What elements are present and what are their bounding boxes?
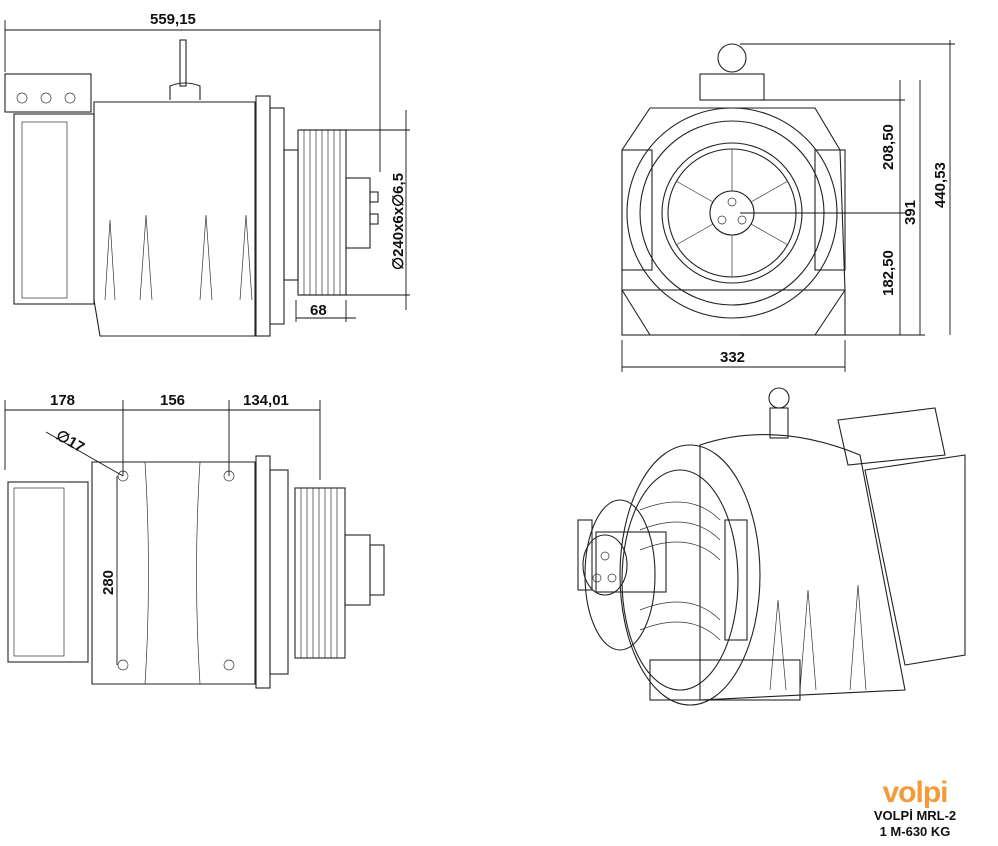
dim-sheave-width: 68 <box>310 302 327 319</box>
dim-upper-height: 208,50 <box>880 124 897 170</box>
dim-total-height: 440,53 <box>932 162 949 208</box>
capacity-label: 1 M-630 KG <box>879 824 951 839</box>
isometric-view <box>577 387 966 706</box>
dim-lower-height: 182,50 <box>880 250 897 296</box>
dim-hole-spacing: 280 <box>100 570 117 595</box>
dim-134: 134,01 <box>243 392 289 409</box>
dimension-lines-front <box>621 40 955 372</box>
dim-width: 332 <box>720 349 745 366</box>
sheave-grooves <box>297 129 347 296</box>
dim-178: 178 <box>50 392 75 409</box>
volpi-logo: volpi VOLPİ MRL-2 1 M-630 KG <box>860 778 970 840</box>
bottom-view <box>7 455 385 689</box>
dim-hole-diameter: ∅17 <box>53 427 87 457</box>
side-view <box>4 39 379 337</box>
brand-logo: volpi <box>882 776 948 809</box>
front-view <box>621 43 846 336</box>
dimension-lines-bottom <box>4 400 321 665</box>
model-label: VOLPİ MRL-2 <box>873 808 957 823</box>
dim-156: 156 <box>160 392 185 409</box>
dimension-lines-side <box>4 20 410 322</box>
dim-overall-length: 559,15 <box>150 11 196 28</box>
dim-sheave-spec: ∅240x6x∅6,5 <box>390 173 407 270</box>
dim-height-391: 391 <box>902 200 919 225</box>
